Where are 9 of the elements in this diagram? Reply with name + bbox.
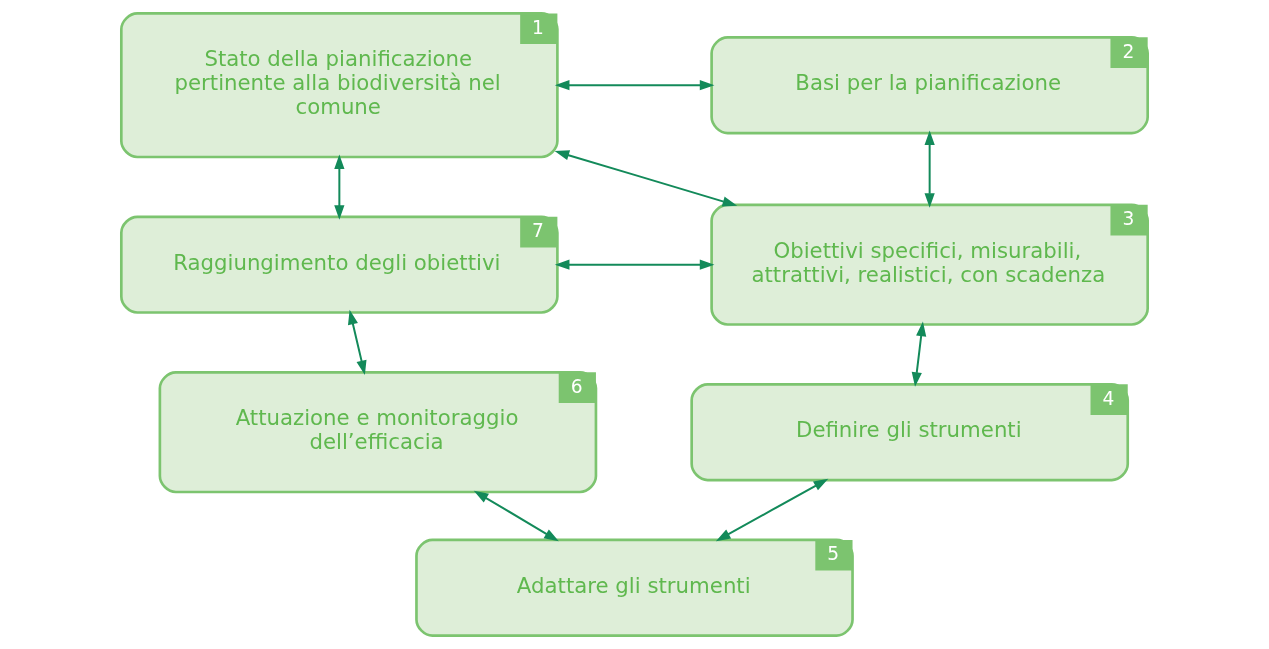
arrow — [334, 154, 345, 220]
arrow — [473, 490, 559, 542]
arrow — [715, 478, 829, 542]
arrow — [911, 321, 927, 387]
arrow — [554, 259, 715, 270]
arrow — [924, 130, 935, 208]
arrow — [554, 80, 715, 91]
arrow — [347, 309, 367, 376]
arrow — [554, 150, 738, 207]
